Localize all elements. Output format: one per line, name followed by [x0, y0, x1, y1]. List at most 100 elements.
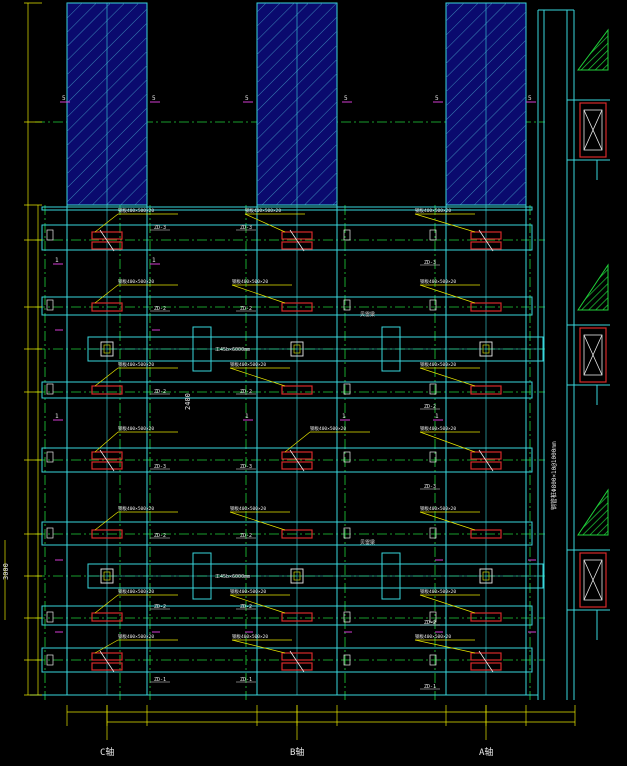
callout-leader — [414, 213, 476, 233]
bolt-inner — [293, 344, 301, 354]
steel-plate — [91, 529, 123, 539]
callout-leader — [94, 639, 119, 654]
marker-box — [343, 611, 351, 623]
steel-plate — [281, 451, 313, 460]
steel-plate — [281, 612, 313, 622]
cross-beams — [87, 326, 544, 600]
span-left-vertical: 3000 — [2, 563, 10, 580]
callout-text: 钢板400×500×20 — [230, 588, 266, 595]
section-mark: 5 — [62, 95, 66, 102]
plate-diagonal — [478, 650, 494, 673]
marker-box — [429, 383, 437, 395]
steel-plate — [470, 461, 502, 470]
bottom-dimension-line — [66, 705, 576, 726]
bolt-inner — [103, 344, 111, 354]
callout-text: 钢板400×500×20 — [118, 633, 154, 640]
callout-leader — [94, 511, 119, 531]
right-plate — [579, 102, 607, 158]
steel-plate — [470, 662, 502, 671]
zd-label: ZD-3 — [154, 464, 166, 470]
steel-plate — [91, 231, 123, 240]
transverse-member — [41, 605, 533, 626]
callout-text: 钢板400×500×20 — [420, 425, 456, 432]
section-mark: 1 — [55, 413, 59, 420]
right-plate-x — [583, 559, 603, 601]
callout-leader — [231, 639, 286, 654]
zd-label: ZD-2 — [154, 389, 166, 395]
steel-plate — [91, 451, 123, 460]
beam-label-top: 工45b×6000mm — [215, 347, 250, 353]
right-piers — [537, 9, 610, 700]
callout-text: 钢板400×500×20 — [420, 278, 456, 285]
plate-diagonal — [99, 650, 115, 673]
transverse-member — [41, 521, 533, 546]
marker-box — [46, 383, 54, 395]
note-top: 贝雷梁 — [360, 311, 375, 318]
steel-plate — [470, 241, 502, 250]
steel-plate — [281, 302, 313, 312]
right-plate-x — [583, 109, 603, 151]
plate-diagonal — [289, 650, 305, 673]
steel-plate — [470, 652, 502, 661]
zd-label: ZD-3 — [424, 484, 436, 490]
marker-box — [46, 299, 54, 311]
bolt-square — [479, 341, 493, 357]
steel-plate — [281, 385, 313, 395]
steel-plate — [470, 529, 502, 539]
steel-plate — [470, 231, 502, 240]
zd-label: ZD-3 — [154, 225, 166, 231]
callout-text: 钢板400×500×20 — [415, 633, 451, 640]
callout-text: 钢板400×500×20 — [118, 278, 154, 285]
zd-label: ZD-2 — [240, 306, 252, 312]
steel-plate — [470, 612, 502, 622]
steel-plate — [91, 461, 123, 470]
right-long-label: 钢管桩Φ800×10@1000mm — [550, 441, 558, 510]
callout-leader — [94, 594, 119, 614]
cross-beam-bolts — [100, 341, 493, 584]
callout-leader — [419, 431, 476, 453]
zd-label: ZD-2 — [240, 604, 252, 610]
steel-plate — [281, 529, 313, 539]
callout-text: 钢板400×500×20 — [310, 425, 346, 432]
marker-box — [429, 299, 437, 311]
callout-leader — [284, 431, 311, 453]
zd-label: ZD-2 — [424, 404, 436, 410]
marker-box — [343, 527, 351, 539]
plate-diagonal — [99, 449, 115, 472]
steel-plate — [91, 241, 123, 250]
right-plate — [579, 327, 607, 383]
zd-label: ZD-1 — [424, 684, 436, 690]
callout-leader — [419, 511, 476, 531]
right-hatch-triangles — [577, 28, 609, 536]
zd-label: ZD-2 — [240, 533, 252, 539]
zd-label: ZD-1 — [154, 677, 166, 683]
transverse-member — [41, 224, 533, 251]
right-plate-inner — [583, 334, 603, 376]
marker-box — [429, 527, 437, 539]
callout-leader — [94, 284, 119, 304]
transverse-member — [41, 296, 533, 316]
callout-text: 钢板400×500×20 — [245, 207, 281, 214]
right-plate-inner — [583, 559, 603, 601]
note-bottom: 贝雷梁 — [360, 539, 375, 546]
bolt-inner — [293, 571, 301, 581]
marker-box — [46, 451, 54, 463]
right-plate — [579, 552, 607, 608]
steel-plate — [91, 302, 123, 312]
callout-leader — [231, 284, 286, 304]
marker-box — [429, 451, 437, 463]
plate-diagonal — [478, 449, 494, 472]
marker-box — [343, 229, 351, 241]
zd-label: ZD-2 — [240, 389, 252, 395]
zd-label: ZD-3 — [240, 225, 252, 231]
zd-label: ZD-3 — [424, 260, 436, 266]
steel-plates — [46, 229, 502, 673]
steel-plate — [470, 451, 502, 460]
callout-text: 钢板400×500×20 — [118, 361, 154, 368]
marker-box — [343, 383, 351, 395]
callout-leader — [419, 367, 476, 387]
steel-plate — [91, 385, 123, 395]
left-dimension-lines — [4, 2, 42, 696]
callout-leader — [244, 213, 286, 233]
